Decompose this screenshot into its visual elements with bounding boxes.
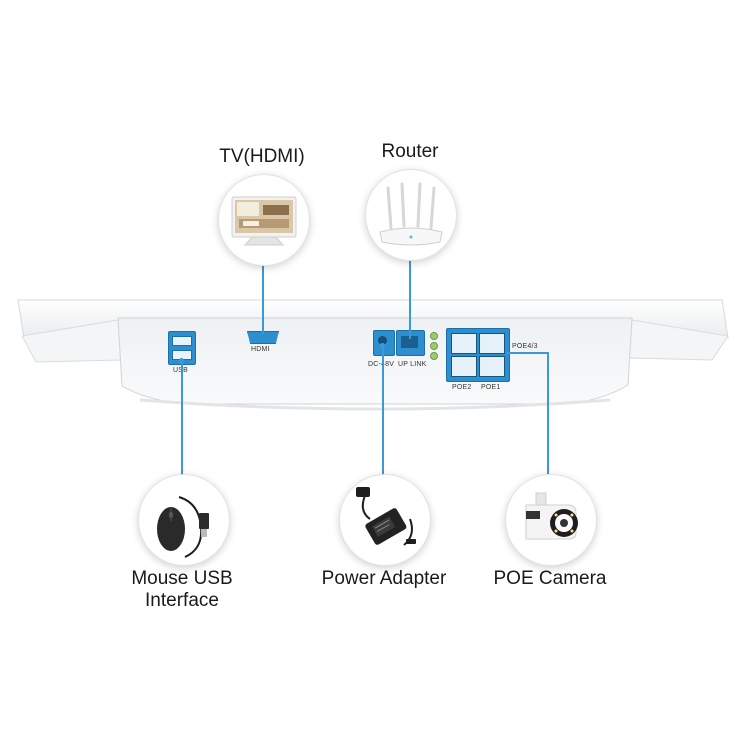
mouse-icon (157, 496, 209, 558)
router-circle (365, 169, 457, 261)
usb-connector-line (181, 360, 183, 475)
dc-port-hole (378, 336, 387, 345)
usb-slot-1 (172, 336, 192, 346)
poe-port-3 (479, 333, 505, 354)
tv-connector-line (262, 264, 264, 334)
usb-port-label: USB (173, 367, 188, 374)
poe-port-1 (479, 356, 505, 377)
power-connector-dot (380, 343, 385, 348)
led-2 (430, 342, 438, 350)
camera-label: POE Camera (493, 568, 607, 589)
camera-connector-line (547, 352, 549, 474)
poe-port-2 (451, 356, 477, 377)
camera-connector-h (506, 352, 548, 354)
camera-icon (525, 492, 578, 540)
poe-port-4 (451, 333, 477, 354)
power-adapter-icon (356, 487, 416, 546)
hdmi-port-label: HDMI (251, 346, 270, 353)
usb-connector-dot (179, 358, 184, 363)
mouse-label-line1: Mouse USB (131, 568, 233, 589)
router-connector-line (409, 259, 411, 339)
tv-label: TV(HDMI) (219, 146, 305, 167)
tv-icon (231, 196, 297, 246)
led-3 (430, 352, 438, 360)
uplink-port-label: UP LINK (398, 361, 427, 368)
uplink-port-socket (401, 336, 418, 348)
poe2-port-label: POE2 (452, 384, 472, 391)
poe43-port-label: POE4/3 (512, 343, 538, 350)
power-label: Power Adapter (321, 568, 447, 589)
mouse-label-line2: Interface (145, 590, 219, 611)
poe1-port-label: POE1 (481, 384, 501, 391)
led-1 (430, 332, 438, 340)
tv-circle (218, 174, 310, 266)
camera-circle (505, 474, 597, 566)
power-circle (339, 474, 431, 566)
dc-port-label: DC-48V (368, 361, 394, 368)
router-label: Router (381, 141, 439, 162)
router-icon (379, 182, 443, 246)
mouse-circle (138, 474, 230, 566)
power-connector-line (382, 345, 384, 475)
